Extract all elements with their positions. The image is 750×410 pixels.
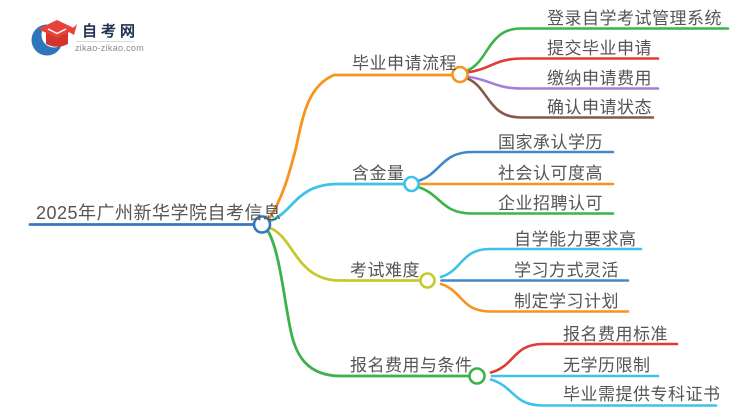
leaf-label-flexible-learning: 学习方式灵活 [514, 261, 619, 280]
connector-study-plan [439, 282, 630, 313]
branch-node-circle-fees [468, 367, 486, 385]
connector-state-recognized [416, 150, 615, 183]
leaf-label-selfstudy-ability: 自学能力要求高 [514, 230, 637, 249]
leaf-label-confirm-status: 确认申请状态 [547, 98, 652, 117]
leaf-label-state-recognized: 国家承认学历 [498, 133, 603, 152]
leaf-label-pay-fee: 缴纳申请费用 [547, 69, 652, 88]
leaf-label-employer-recognition: 企业招聘认可 [498, 194, 603, 213]
connector-confirm-status [464, 76, 655, 119]
branch-node-circle-difficulty [419, 272, 436, 289]
graduation-cap-logo-icon [31, 20, 77, 56]
leaf-label-submit-application: 提交毕业申请 [547, 39, 652, 58]
branch-node-circle-graduation-flow [451, 65, 469, 84]
connector-employer-recognition [416, 185, 615, 215]
branch-label-fees: 报名费用与条件 [350, 356, 473, 375]
logo-divider [76, 41, 134, 42]
leaf-label-social-recognition: 社会认可度高 [498, 164, 603, 183]
logo-site-url: zikao-zikao.com [75, 43, 145, 53]
connector-login-system [464, 27, 730, 73]
connector-branch-value [268, 182, 406, 223]
connector-submit-application [465, 57, 660, 74]
connector-branch-fees [266, 229, 471, 378]
leaf-label-no-education-limit: 无学历限制 [563, 356, 651, 375]
branch-label-graduation-flow: 毕业申请流程 [352, 54, 457, 73]
connector-selfstudy-ability [439, 247, 643, 279]
leaf-label-diploma-required: 毕业需提供专科证书 [563, 385, 721, 404]
root-node-circle [252, 215, 272, 234]
leaf-label-fee-standard: 报名费用标准 [563, 325, 668, 344]
branch-label-value: 含金量 [352, 164, 405, 183]
site-logo[interactable]: 自考网 zikao-zikao.com [26, 10, 176, 62]
connector-fee-standard [489, 342, 679, 374]
leaf-label-study-plan: 制定学习计划 [514, 292, 619, 311]
branch-node-circle-value [403, 175, 420, 193]
connector-diploma-required [489, 378, 718, 407]
connector-branch-difficulty [268, 226, 422, 282]
logo-site-name: 自考网 [82, 23, 140, 40]
leaf-label-login-system: 登录自学考试管理系统 [547, 9, 722, 28]
connector-branch-graduation-flow [267, 73, 454, 221]
branch-label-difficulty: 考试难度 [350, 261, 420, 280]
connector-pay-fee [465, 75, 660, 90]
root-node-label: 2025年广州新华学院自考信息 [36, 203, 282, 223]
